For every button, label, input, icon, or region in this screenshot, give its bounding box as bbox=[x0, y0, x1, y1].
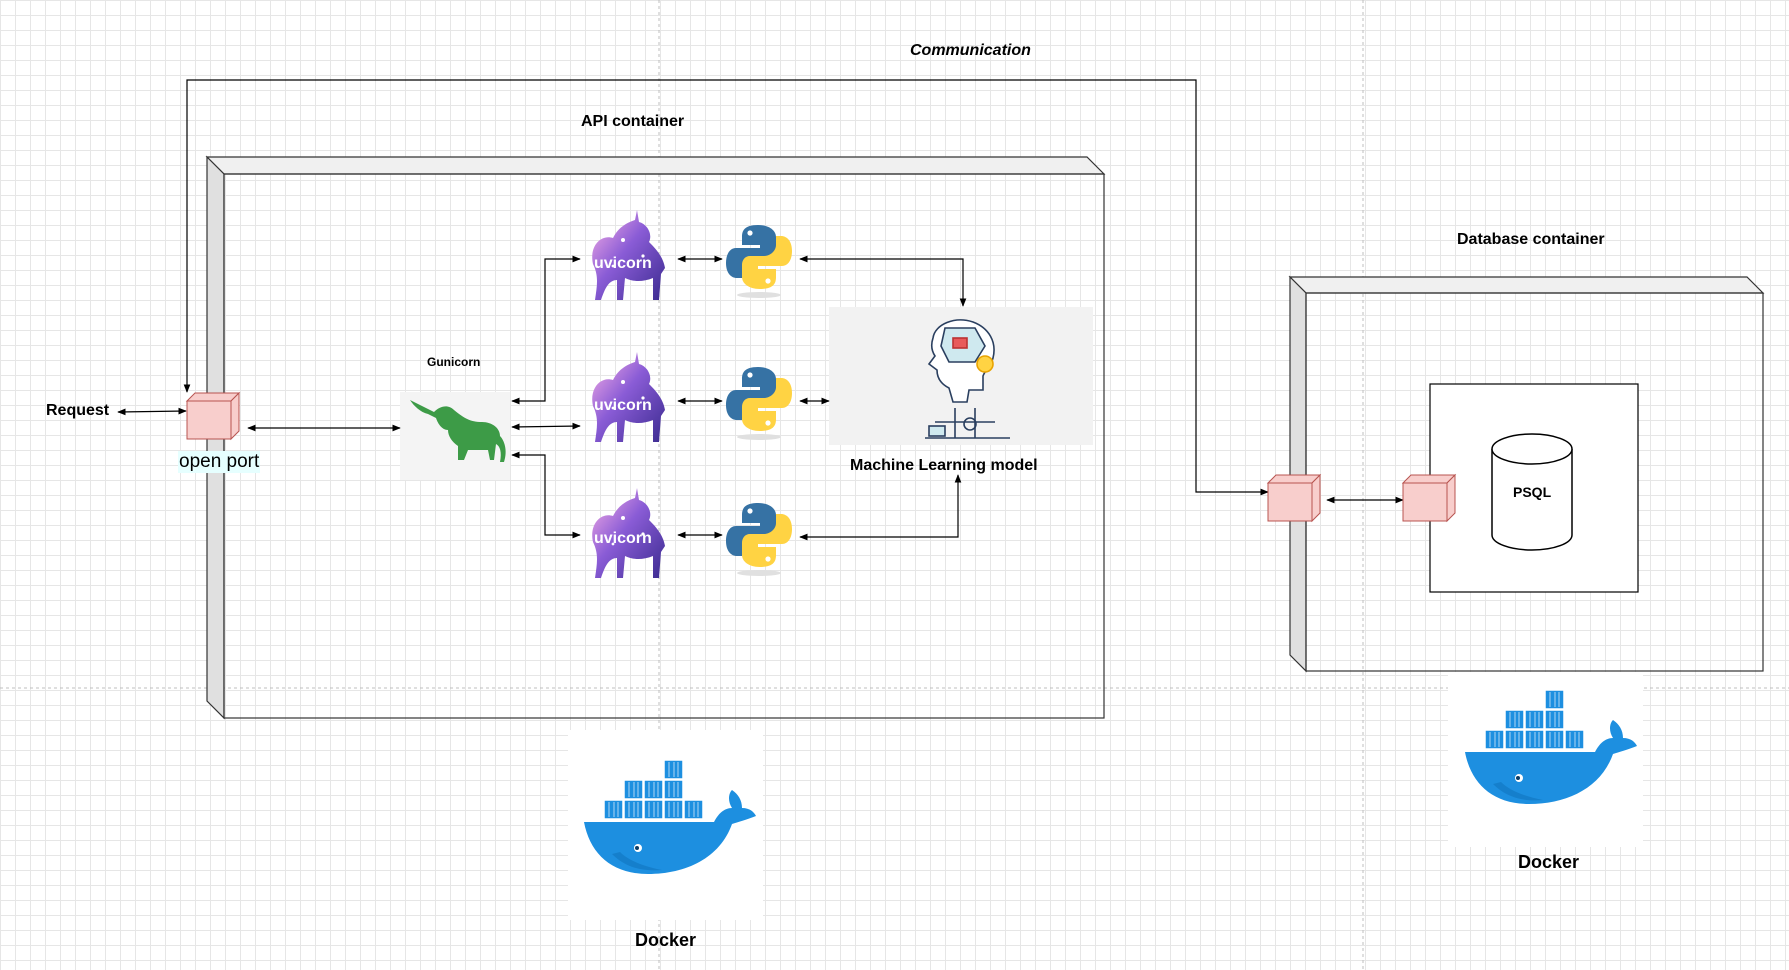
request-label: Request bbox=[46, 402, 110, 419]
api-container-title: API container bbox=[581, 113, 685, 130]
psql-port-cube-icon bbox=[1402, 474, 1456, 522]
python3-ml-connector bbox=[799, 474, 962, 541]
psql-label: PSQL bbox=[1513, 484, 1552, 500]
python-logo-icon-3 bbox=[726, 503, 792, 576]
python-logo-icon-1 bbox=[726, 225, 792, 298]
connectors bbox=[117, 255, 1404, 541]
db-container-port-cube-icon bbox=[1267, 474, 1321, 522]
ml-model-label: Machine Learning model bbox=[850, 457, 1038, 474]
docker-label-api: Docker bbox=[635, 930, 697, 950]
gunicorn-unicorn-icon bbox=[410, 400, 506, 462]
ai-robot-head-icon bbox=[925, 319, 1010, 439]
open-port-label: open port bbox=[178, 451, 261, 473]
gunicorn-label: Gunicorn bbox=[427, 355, 481, 369]
uvicorn-label-1: uvicorn bbox=[594, 255, 652, 272]
communication-connector bbox=[183, 79, 1269, 496]
python1-ml-connector bbox=[799, 255, 967, 307]
docker-label-db: Docker bbox=[1518, 852, 1580, 872]
gunicorn-uvicorn2-connector bbox=[511, 422, 581, 431]
database-cylinder-icon bbox=[1491, 433, 1573, 551]
uvicorn-label-3: uvicorn bbox=[594, 530, 652, 547]
database-container-title: Database container bbox=[1457, 231, 1605, 248]
python-logo-icon-2 bbox=[726, 367, 792, 440]
gunicorn-uvicorn1-connector bbox=[511, 255, 581, 405]
uvicorn-label-2: uvicorn bbox=[594, 397, 652, 414]
communication-label: Communication bbox=[910, 42, 1031, 59]
gunicorn-uvicorn3-connector bbox=[511, 451, 581, 539]
open-port-cube-icon bbox=[186, 392, 240, 440]
request-connector bbox=[117, 407, 187, 416]
